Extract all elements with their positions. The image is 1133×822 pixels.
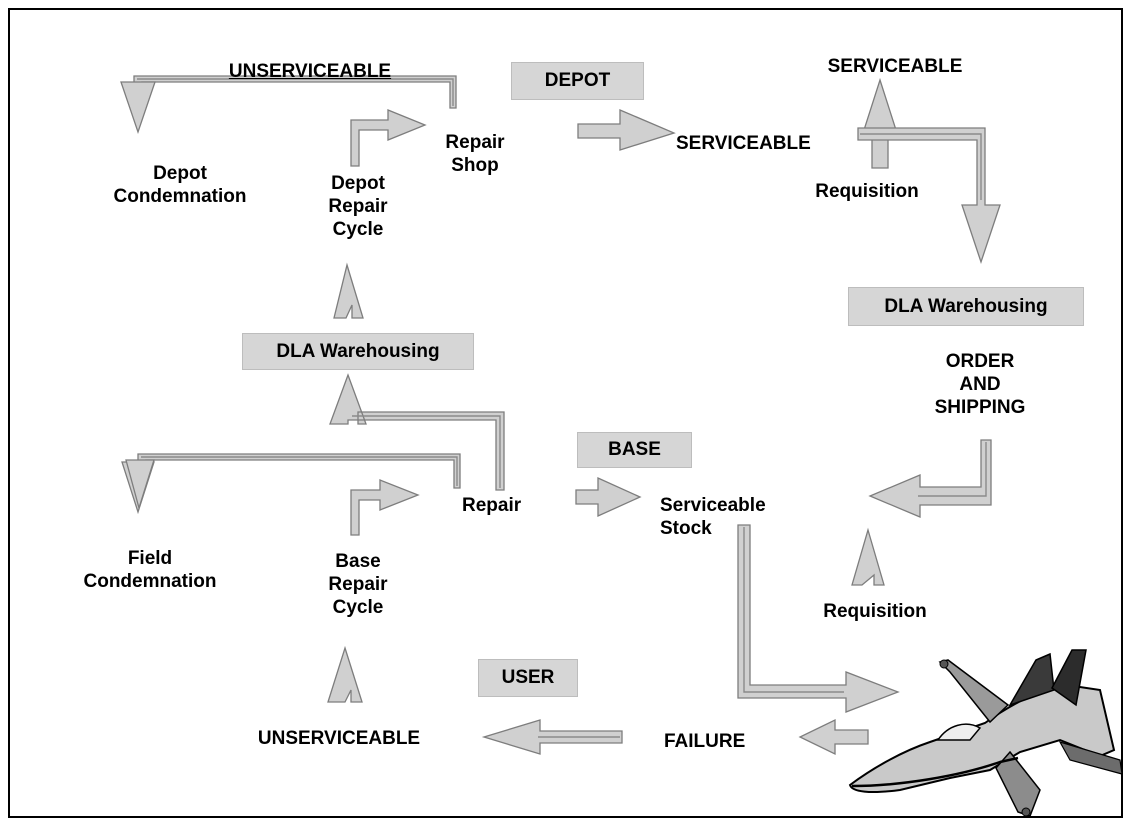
repair-to-dla-arrow [329,373,505,491]
field-condemnation-label: Field Condemnation [83,548,217,592]
dla-to-depot-up-arrow [333,262,364,319]
base-level-label: BASE [608,439,661,460]
base-requisition-label: Requisition [823,601,927,622]
depot-unserviceable-arrow [120,75,457,135]
depot-serviceable-label: SERVICEABLE [676,133,811,154]
user-unserviceable-label: UNSERVICEABLE [257,728,421,749]
repair-shop-label: Repair Shop [445,132,505,176]
failure-to-unserviceable-arrow [481,719,623,755]
repair-to-serviceable-arrow [577,109,676,151]
shipping-to-stock-arrow [868,439,992,518]
base-repair-cycle-arrow [350,479,420,536]
base-level-box: BASE [577,432,692,468]
user-to-base-up-arrow [327,645,363,703]
depot-level-label: DEPOT [544,70,611,91]
top-serviceable-label: SERVICEABLE [827,56,963,77]
dla-warehousing-left-label: DLA Warehousing [276,340,440,362]
user-level-box: USER [478,659,578,697]
base-requisition-up-arrow [851,527,885,586]
order-and-shipping-label: ORDER AND SHIPPING [934,351,1026,418]
depot-level-box: DEPOT [511,62,644,100]
dla-warehousing-left-box: DLA Warehousing [242,333,474,370]
serviceable-to-dla-arrow [857,127,1001,265]
aircraft-to-failure-arrow [798,718,869,756]
depot-repair-cycle-arrow [350,109,427,167]
base-repair-cycle-label: Base Repair Cycle [328,551,388,618]
field-unserviceable-arrow [121,453,461,515]
diagram-border [8,8,1123,818]
repair-to-stock-arrow [575,476,642,518]
base-repair-label: Repair [462,495,522,516]
serviceable-up-arrow [863,77,897,169]
stock-to-aircraft-arrow [737,524,900,713]
failure-label: FAILURE [664,731,746,752]
depot-condemnation-label: Depot Condemnation [113,163,247,207]
dla-warehousing-right-label: DLA Warehousing [884,295,1048,317]
depot-repair-cycle-label: Depot Repair Cycle [328,173,388,240]
dla-warehousing-right-box: DLA Warehousing [848,287,1084,326]
depot-unserviceable-label: UNSERVICEABLE [228,61,392,82]
depot-requisition-label: Requisition [815,181,919,202]
fighter-jet-icon [848,649,1123,817]
serviceable-stock-label: Serviceable Stock [660,495,766,539]
user-level-label: USER [501,667,555,688]
